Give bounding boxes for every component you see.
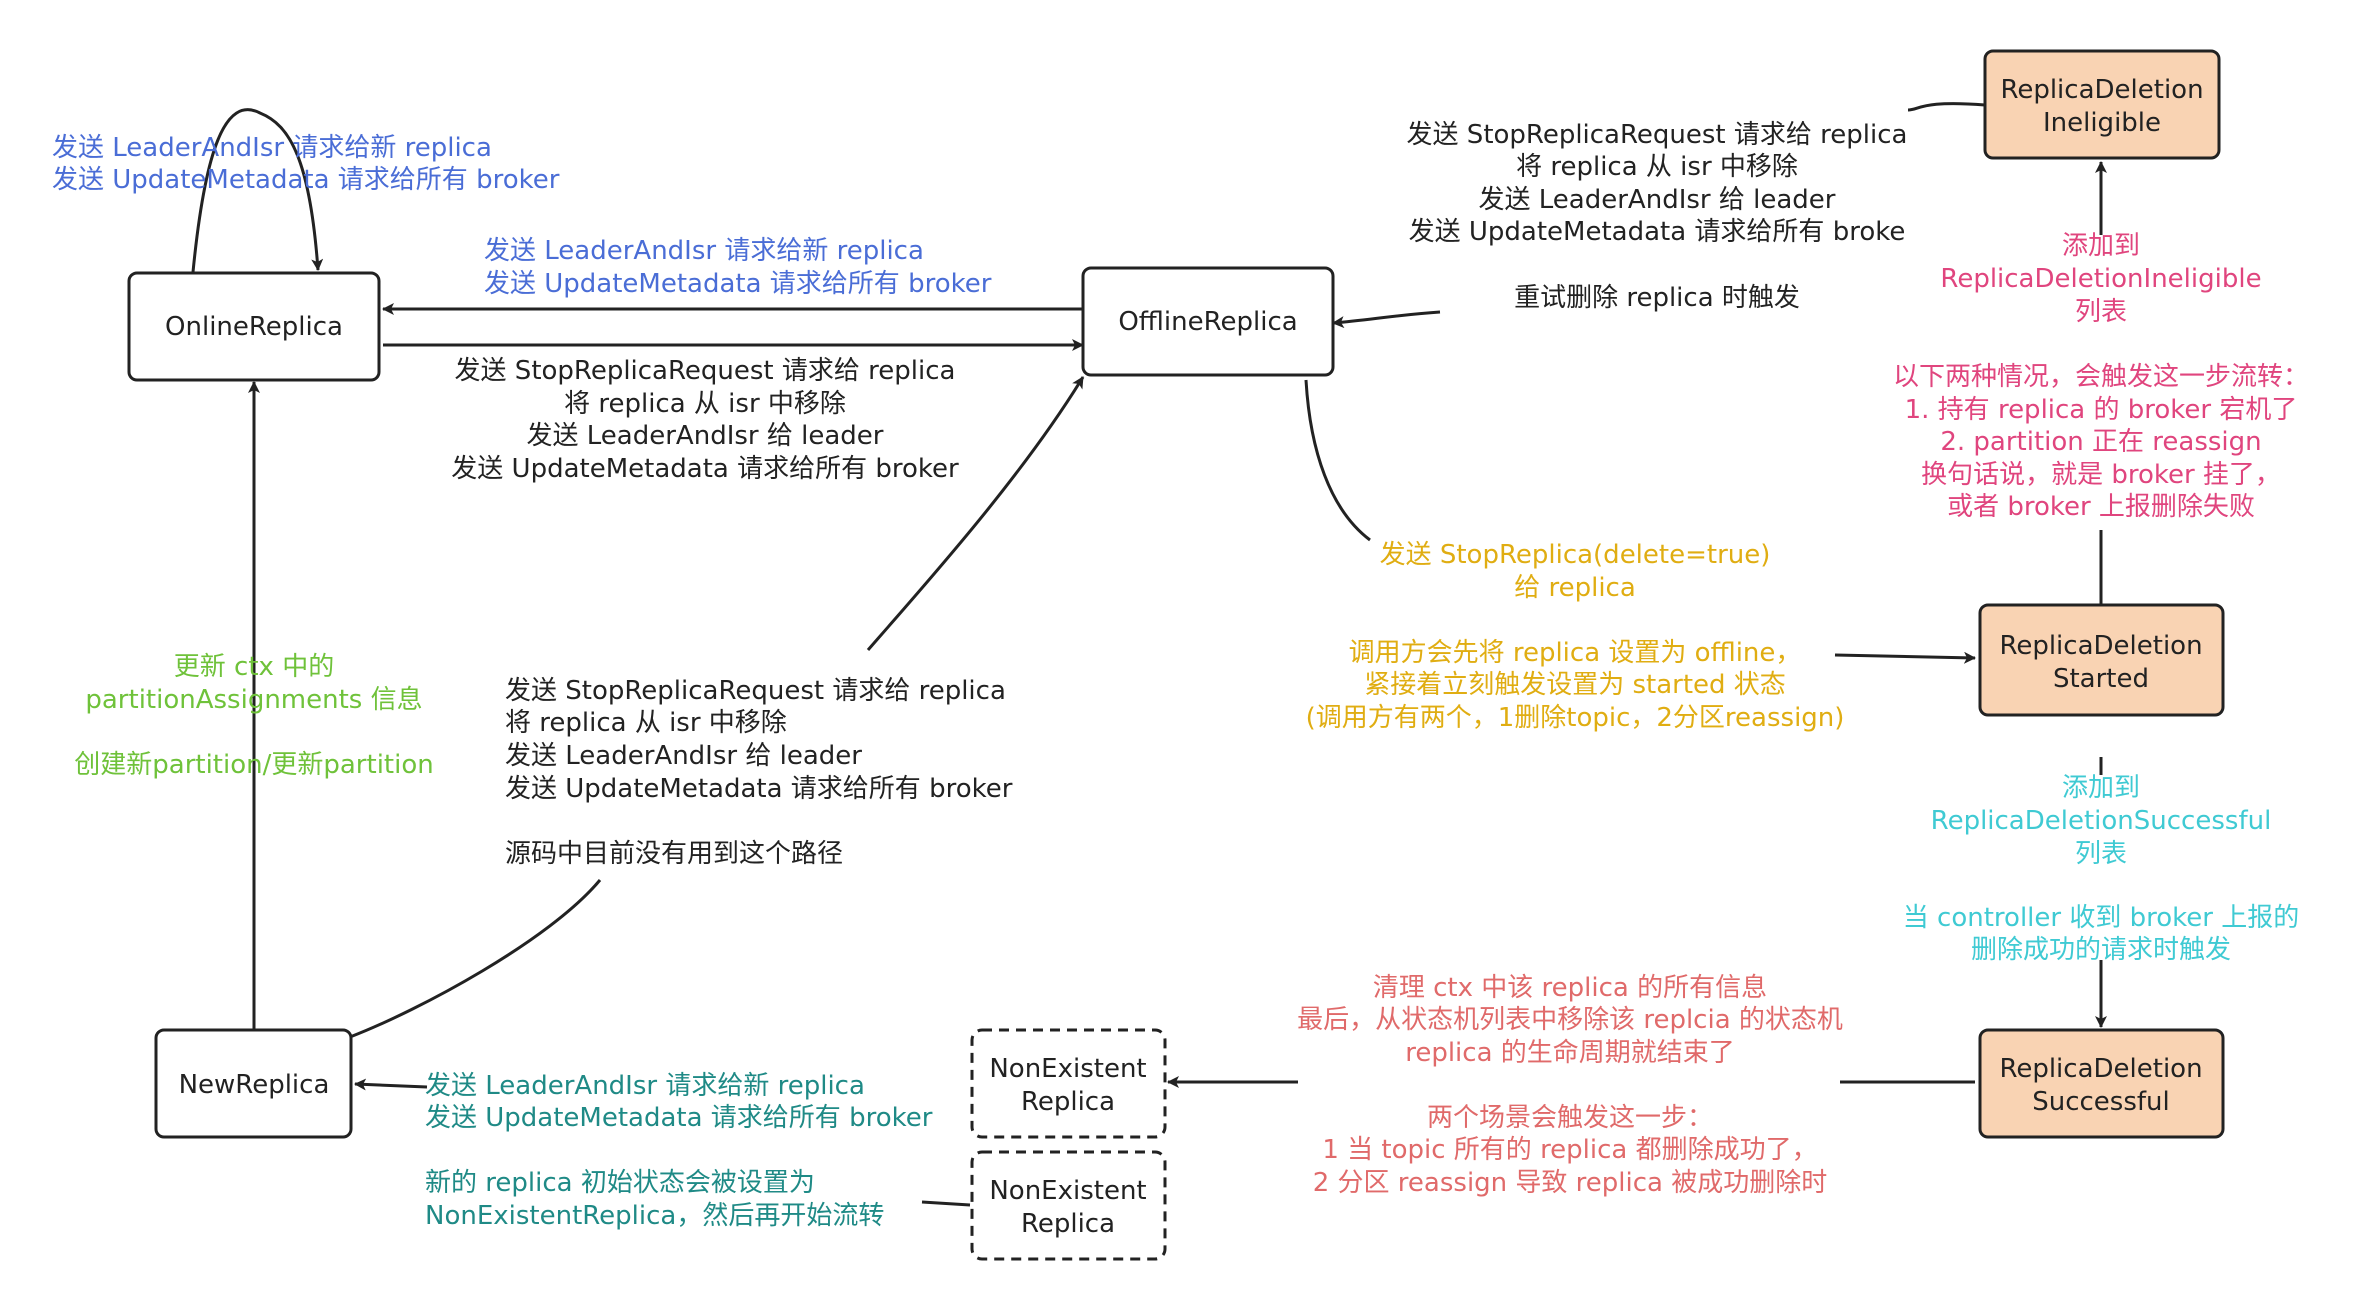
node-successful-line-1: ReplicaDeletion [1999, 1054, 2202, 1084]
note-offline-to-started-line-4: 调用方会先将 replica 设置为 offline， [1349, 638, 1802, 668]
edge-online-self-loop [191, 108, 324, 273]
note-ineligible-add-line-3: 列表 [2075, 297, 2127, 327]
note-ineligible-to-offline-line-1: 发送 StopReplicaRequest 请求给 replica [1407, 120, 1908, 150]
note-started-to-successful-line-6: 删除成功的请求时触发 [1971, 935, 2231, 965]
note-successful-to-nonexistent-line-1: 清理 ctx 中该 replica 的所有信息 [1373, 973, 1767, 1003]
note-online-to-offline-line-4: 发送 UpdateMetadata 请求给所有 broker [451, 454, 959, 484]
note-ineligible-to-offline-line-2: 将 replica 从 isr 中移除 [1516, 152, 1798, 182]
node-new-replica: NewReplica [154, 1028, 353, 1139]
note-offline-to-started-line-5: 紧接着立刻触发设置为 started 状态 [1364, 670, 1786, 700]
note-offline-to-online-line-1: 发送 LeaderAndIsr 请求给新 replica [484, 236, 924, 266]
edge-nonexistent-to-new [354, 1078, 428, 1091]
note-offline-to-started-line-2: 给 replica [1514, 573, 1636, 603]
note-new-to-offline-line-6: 源码中目前没有用到这个路径 [505, 839, 843, 869]
note-online-self-loop: 发送 LeaderAndIsr 请求给新 replica 发送 UpdateMe… [52, 133, 560, 195]
note-successful-to-nonexistent-line-7: 2 分区 reassign 导致 replica 被成功删除时 [1313, 1168, 1828, 1198]
node-started-line-1: ReplicaDeletion [1999, 631, 2202, 661]
note-offline-to-online: 发送 LeaderAndIsr 请求给新 replica 发送 UpdateMe… [484, 236, 992, 299]
edge-nonexistent-to-new-tail [921, 1200, 971, 1207]
note-nonexistent-to-new-line-4: 新的 replica 初始状态会被设置为 [425, 1168, 815, 1198]
note-online-to-offline-line-3: 发送 LeaderAndIsr 给 leader [527, 421, 884, 451]
note-ineligible-to-offline-line-3: 发送 LeaderAndIsr 给 leader [1479, 185, 1836, 215]
node-started-line-2: Started [2053, 664, 2149, 694]
note-new-to-online-line-4: 创建新partition/更新partition [74, 750, 433, 780]
note-offline-to-started-line-1: 发送 StopReplica(delete=true) [1380, 540, 1771, 570]
edge-new-to-offline [349, 377, 1083, 1039]
note-new-to-online-line-1: 更新 ctx 中的 [174, 652, 334, 682]
note-ineligible-reason-line-2: 1. 持有 replica 的 broker 宕机了 [1905, 395, 2298, 425]
note-started-to-successful: 添加到 ReplicaDeletionSuccessful 列表 当 contr… [1903, 773, 2299, 965]
node-replica-deletion-started: ReplicaDeletion Started [1978, 603, 2225, 717]
node-offline-replica-label: OfflineReplica [1118, 307, 1297, 337]
note-ineligible-reason-line-3: 2. partition 正在 reassign [1940, 427, 2261, 457]
note-successful-to-nonexistent-line-2: 最后，从状态机列表中移除该 replcia 的状态机 [1297, 1005, 1843, 1035]
note-new-to-offline-line-4: 发送 UpdateMetadata 请求给所有 broker [505, 774, 1013, 804]
node-ineligible-line-2: Ineligible [2043, 108, 2161, 138]
node-nonexistent-2-line-1: NonExistent [989, 1176, 1146, 1206]
note-offline-to-online-line-2: 发送 UpdateMetadata 请求给所有 broker [484, 269, 992, 299]
node-nonexistent-1-line-1: NonExistent [989, 1054, 1146, 1084]
note-new-to-offline-line-2: 将 replica 从 isr 中移除 [505, 708, 787, 738]
note-nonexistent-to-new-line-2: 发送 UpdateMetadata 请求给所有 broker [425, 1103, 933, 1133]
note-ineligible-to-offline-line-6: 重试删除 replica 时触发 [1514, 283, 1800, 313]
note-offline-to-started: 发送 StopReplica(delete=true) 给 replica 调用… [1306, 540, 1845, 733]
note-started-to-successful-line-3: 列表 [2075, 839, 2127, 869]
note-offline-to-started-line-6: (调用方有两个，1删除topic，2分区reassign) [1306, 703, 1845, 733]
note-ineligible-reason-line-5: 或者 broker 上报删除失败 [1947, 492, 2255, 522]
node-ineligible-line-1: ReplicaDeletion [2000, 75, 2203, 105]
note-ineligible-add-line-2: ReplicaDeletionIneligible [1940, 264, 2261, 294]
node-online-replica: OnlineReplica [127, 271, 381, 382]
note-nonexistent-to-new-line-5: NonExistentReplica，然后再开始流转 [425, 1201, 884, 1231]
node-nonexistent-1-line-2: Replica [1021, 1087, 1115, 1117]
note-online-to-offline-line-2: 将 replica 从 isr 中移除 [564, 389, 846, 419]
edge-offline-to-started [1304, 379, 1975, 658]
node-new-replica-label: NewReplica [179, 1070, 330, 1100]
note-online-to-offline-line-1: 发送 StopReplicaRequest 请求给 replica [455, 356, 956, 386]
note-new-to-offline-line-1: 发送 StopReplicaRequest 请求给 replica [505, 676, 1006, 706]
node-replica-deletion-ineligible: ReplicaDeletion Ineligible [1983, 49, 2221, 160]
note-new-to-online: 更新 ctx 中的 partitionAssignments 信息 创建新par… [74, 652, 433, 780]
node-online-replica-label: OnlineReplica [165, 312, 343, 342]
note-successful-to-nonexistent: 清理 ctx 中该 replica 的所有信息 最后，从状态机列表中移除该 re… [1297, 973, 1843, 1198]
note-new-to-offline: 发送 StopReplicaRequest 请求给 replica 将 repl… [505, 676, 1013, 869]
edge-ineligible-to-offline [1333, 102, 1986, 323]
node-successful-line-2: Successful [2032, 1087, 2170, 1117]
note-new-to-offline-line-3: 发送 LeaderAndIsr 给 leader [505, 741, 862, 771]
note-ineligible-to-offline-line-4: 发送 UpdateMetadata 请求给所有 broke [1409, 217, 1906, 247]
note-started-to-ineligible: 添加到 ReplicaDeletionIneligible 列表 以下两种情况，… [1893, 231, 2309, 522]
note-successful-to-nonexistent-line-3: replica 的生命周期就结束了 [1405, 1038, 1735, 1068]
note-new-to-online-line-2: partitionAssignments 信息 [85, 685, 422, 715]
note-ineligible-to-offline: 发送 StopReplicaRequest 请求给 replica 将 repl… [1407, 120, 1908, 313]
note-started-to-successful-line-5: 当 controller 收到 broker 上报的 [1903, 903, 2299, 933]
note-ineligible-reason-line-4: 换句话说，就是 broker 挂了， [1921, 460, 2281, 490]
note-online-self-loop-line-2: 发送 UpdateMetadata 请求给所有 broker [52, 165, 560, 195]
note-nonexistent-to-new-line-1: 发送 LeaderAndIsr 请求给新 replica [425, 1071, 865, 1101]
note-successful-to-nonexistent-line-6: 1 当 topic 所有的 replica 都删除成功了， [1322, 1135, 1817, 1165]
note-nonexistent-to-new: 发送 LeaderAndIsr 请求给新 replica 发送 UpdateMe… [425, 1071, 933, 1231]
note-started-to-successful-line-1: 添加到 [2062, 773, 2140, 803]
node-nonexistent-replica-1: NonExistent Replica [970, 1028, 1167, 1139]
node-nonexistent-replica-2: NonExistent Replica [970, 1150, 1167, 1261]
node-offline-replica: OfflineReplica [1081, 266, 1335, 377]
note-ineligible-reason-line-1: 以下两种情况，会触发这一步流转： [1893, 362, 2309, 392]
note-ineligible-add-line-1: 添加到 [2062, 231, 2140, 261]
note-online-to-offline: 发送 StopReplicaRequest 请求给 replica 将 repl… [451, 356, 959, 484]
note-successful-to-nonexistent-line-5: 两个场景会触发这一步： [1427, 1103, 1713, 1133]
note-started-to-successful-line-2: ReplicaDeletionSuccessful [1931, 806, 2272, 836]
node-nonexistent-2-line-2: Replica [1021, 1209, 1115, 1239]
note-online-self-loop-line-1: 发送 LeaderAndIsr 请求给新 replica [52, 133, 492, 163]
node-replica-deletion-successful: ReplicaDeletion Successful [1978, 1028, 2225, 1139]
